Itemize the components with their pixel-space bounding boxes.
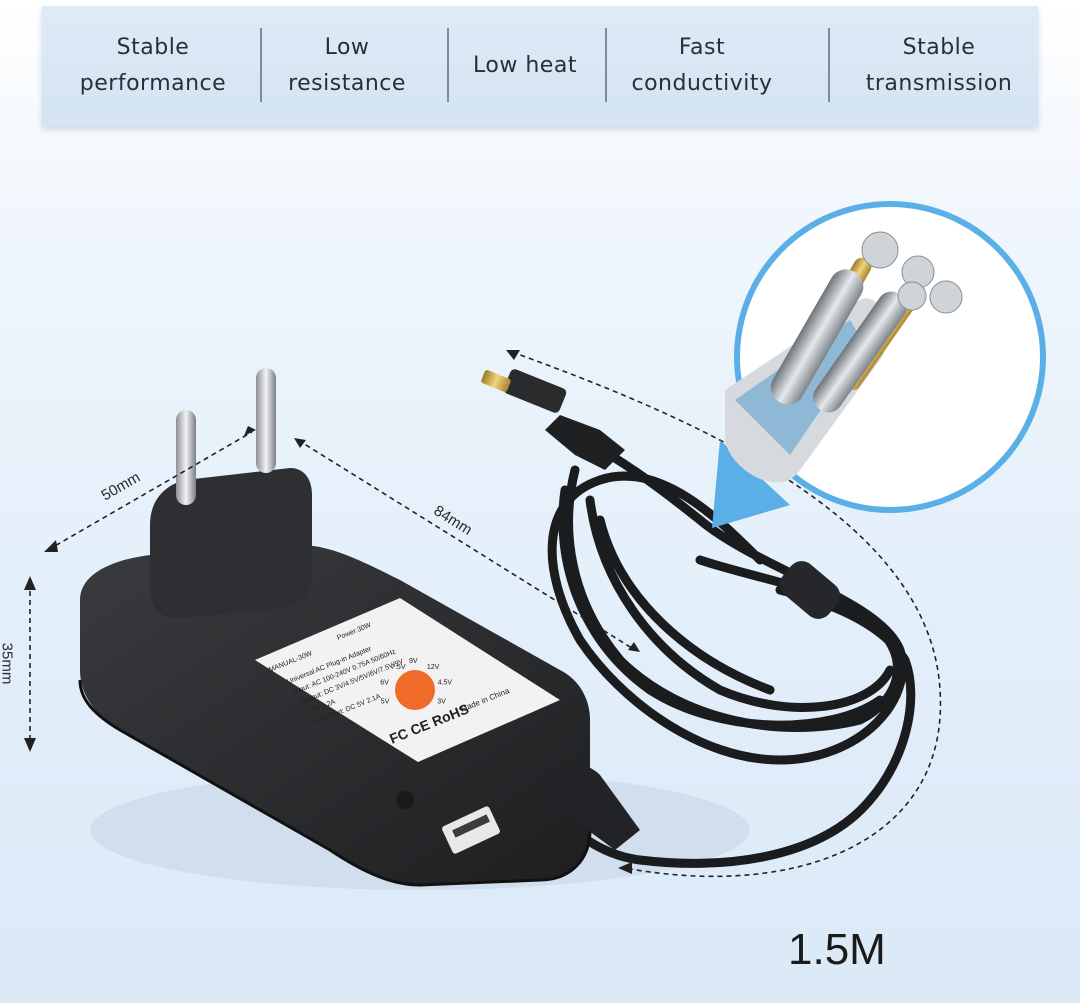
feature-line: conductivity xyxy=(631,71,773,96)
divider xyxy=(828,28,830,102)
dial-label: 9V xyxy=(409,658,418,665)
feature-line: resistance xyxy=(288,71,406,96)
dial-label: 4.5V xyxy=(438,679,453,686)
dimension-height: 35mm xyxy=(0,642,16,685)
screw xyxy=(396,791,414,809)
feature-line: Stable xyxy=(116,35,190,60)
cable-length: 1.5M xyxy=(788,925,886,974)
divider xyxy=(447,28,449,102)
dial-label: 5V xyxy=(381,698,390,705)
feature-line: Fast xyxy=(678,35,726,60)
divider xyxy=(605,28,607,102)
feature-line: Low xyxy=(324,35,370,60)
feature-fast-conductivity: Fast conductivity xyxy=(622,6,782,126)
feature-low-heat: Low heat xyxy=(460,6,590,126)
dial-label: 6V xyxy=(380,679,389,686)
feature-banner: Stable performance Low resistance Low heat… xyxy=(42,6,1038,126)
cable-callout xyxy=(712,201,1046,528)
adapter-body xyxy=(78,368,640,887)
feature-line: transmission xyxy=(865,71,1013,96)
plug-pin xyxy=(176,410,196,505)
dial-label: 12V xyxy=(427,664,440,671)
feature-low-resistance: Low resistance xyxy=(282,6,412,126)
dimension-lines xyxy=(29,351,942,878)
silver-wire xyxy=(813,291,907,413)
feature-line: performance xyxy=(79,71,227,96)
dial-label: 3V xyxy=(437,698,446,705)
strain-relief xyxy=(540,764,640,850)
feature-stable-transmission: Stable transmission xyxy=(854,6,1024,126)
feature-line: Low heat xyxy=(473,53,577,78)
divider xyxy=(260,28,262,102)
feature-stable-performance: Stable performance xyxy=(80,6,226,126)
feature-line: Stable xyxy=(902,35,976,60)
voltage-dial xyxy=(395,670,435,710)
ferrite-bead xyxy=(779,561,841,619)
arrow-heads xyxy=(24,350,640,874)
dc-plug xyxy=(481,369,625,470)
plug-pin xyxy=(256,368,276,473)
silver-wire xyxy=(770,269,864,405)
dial-label: 7.5V xyxy=(391,664,406,671)
